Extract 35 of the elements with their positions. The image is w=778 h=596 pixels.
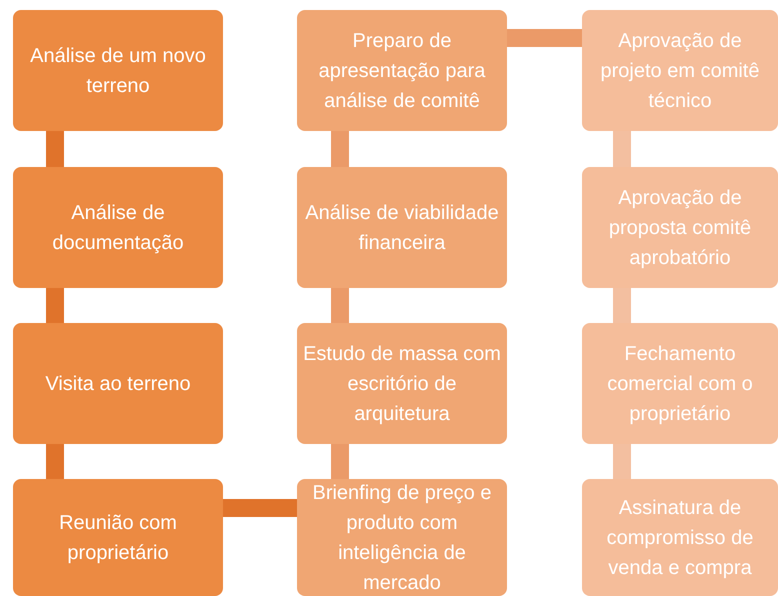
process-box	[297, 479, 507, 596]
process-box	[582, 10, 778, 131]
step-text: Reunião com proprietário	[58, 510, 178, 566]
step-text: Estudo de massa com escritório de arquitetura	[302, 342, 502, 426]
connector-band	[331, 444, 349, 479]
connector-band	[46, 131, 64, 167]
connector-band	[331, 288, 349, 323]
process-box	[582, 167, 778, 288]
process-box	[13, 167, 223, 288]
process-box	[13, 10, 223, 131]
connector-band	[223, 499, 297, 517]
step-text: Preparo de apresentação para análise de comitê	[318, 28, 486, 114]
connector-band	[613, 131, 631, 167]
connector-band	[46, 444, 64, 479]
connector-band	[331, 131, 349, 167]
step-text: Análise de documentação	[51, 200, 185, 256]
connector-band	[46, 288, 64, 323]
connector-band	[613, 288, 631, 323]
step-text: Visita ao terreno	[45, 372, 191, 396]
step-text: Aprovação de proposta comitê aprobatório	[608, 186, 752, 270]
step-text: Fechamento comercial com o proprietário	[606, 342, 754, 426]
step-text: Aprovação de projeto em comitê técnico	[600, 28, 760, 114]
step-text: Brienfing de preço e produto com inteligência de mercado	[311, 480, 492, 596]
process-box	[582, 479, 778, 596]
process-box	[297, 323, 507, 444]
connector-band	[613, 444, 631, 479]
step-text: Assinatura de compromisso de venda e compra	[606, 496, 754, 580]
process-box	[13, 479, 223, 596]
process-box	[297, 10, 507, 131]
connector-band	[507, 29, 582, 47]
step-text: Análise de viabilidade financeira	[304, 200, 500, 256]
process-box	[582, 323, 778, 444]
process-box	[13, 323, 223, 444]
step-text: Análise de um novo terreno	[29, 44, 207, 98]
process-box	[297, 167, 507, 288]
